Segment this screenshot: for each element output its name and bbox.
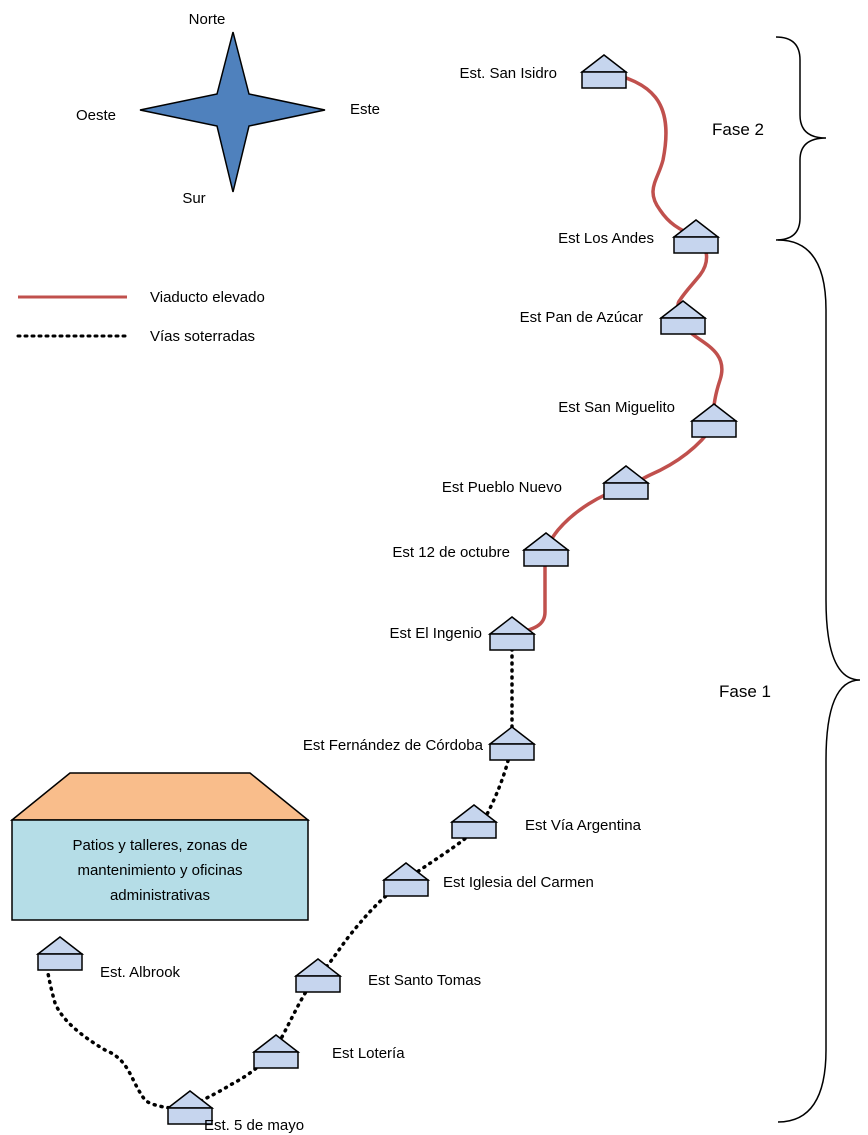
station-label-loteria: Est Lotería bbox=[332, 1045, 405, 1062]
station-icon bbox=[35, 936, 85, 971]
station-body bbox=[603, 482, 649, 500]
station-icon bbox=[251, 1034, 301, 1069]
station-icon bbox=[579, 54, 629, 89]
station-body bbox=[295, 975, 341, 993]
station-icons bbox=[35, 54, 739, 1125]
station-body bbox=[673, 236, 719, 254]
station-icon bbox=[165, 1090, 215, 1125]
station-roof bbox=[658, 300, 708, 319]
facility bbox=[9, 772, 311, 921]
station-roof bbox=[381, 862, 431, 881]
station-label-albrook: Est. Albrook bbox=[100, 964, 181, 981]
station-label-fernandez-de-cordoba: Est Fernández de Córdoba bbox=[303, 737, 484, 754]
facility-roof bbox=[9, 772, 311, 821]
phase2-brace bbox=[775, 36, 827, 241]
station-body bbox=[489, 633, 535, 651]
station-labels: Est. San Isidro Est Los Andes Est Pan de… bbox=[100, 65, 675, 1134]
station-label-5-de-mayo: Est. 5 de mayo bbox=[204, 1117, 304, 1134]
phase2-label: Fase 2 bbox=[712, 120, 764, 139]
station-label-pan-de-azucar: Est Pan de Azúcar bbox=[520, 309, 643, 326]
station-label-san-miguelito: Est San Miguelito bbox=[558, 399, 675, 416]
station-icon bbox=[689, 403, 739, 438]
legend-underground-label: Vías soterradas bbox=[150, 328, 255, 345]
facility-line-1: Patios y talleres, zonas de bbox=[72, 836, 248, 854]
station-body bbox=[37, 953, 83, 971]
compass-east-label: Este bbox=[350, 101, 380, 118]
station-roof bbox=[689, 403, 739, 422]
station-icon bbox=[487, 616, 537, 651]
station-label-via-argentina: Est Vía Argentina bbox=[525, 817, 642, 834]
station-body bbox=[523, 549, 569, 567]
underground-track bbox=[43, 633, 514, 1111]
station-roof bbox=[35, 936, 85, 955]
facility-description: Patios y talleres, zonas de mantenimient… bbox=[12, 820, 308, 920]
station-body bbox=[167, 1107, 213, 1125]
station-icon bbox=[601, 465, 651, 500]
station-body bbox=[383, 879, 429, 897]
station-icon bbox=[293, 958, 343, 993]
station-label-pueblo-nuevo: Est Pueblo Nuevo bbox=[442, 479, 562, 496]
station-icon bbox=[521, 532, 571, 567]
station-label-12-de-octubre: Est 12 de octubre bbox=[392, 544, 510, 561]
compass-star-icon bbox=[139, 31, 326, 193]
station-roof bbox=[601, 465, 651, 484]
station-body bbox=[253, 1051, 299, 1069]
station-roof bbox=[165, 1090, 215, 1109]
station-roof bbox=[579, 54, 629, 73]
station-icon bbox=[381, 862, 431, 897]
facility-line-2: mantenimiento y oficinas bbox=[77, 861, 243, 879]
station-roof bbox=[251, 1034, 301, 1053]
station-icon bbox=[671, 219, 721, 254]
compass-west-label: Oeste bbox=[76, 107, 116, 124]
station-roof bbox=[293, 958, 343, 977]
legend: Viaducto elevado Vías soterradas bbox=[16, 289, 265, 345]
station-label-santo-tomas: Est Santo Tomas bbox=[368, 972, 481, 989]
station-icon bbox=[658, 300, 708, 335]
phase1-brace bbox=[777, 239, 861, 1123]
station-roof bbox=[487, 616, 537, 635]
legend-viaduct-label: Viaducto elevado bbox=[150, 289, 265, 306]
station-label-los-andes: Est Los Andes bbox=[558, 230, 654, 247]
station-body bbox=[660, 317, 706, 335]
station-body bbox=[451, 821, 497, 839]
station-icon bbox=[449, 804, 499, 839]
station-body bbox=[691, 420, 737, 438]
facility-building bbox=[11, 819, 309, 921]
compass-south-label: Sur bbox=[182, 190, 205, 207]
phase1-label: Fase 1 bbox=[719, 682, 771, 701]
station-label-el-ingenio: Est El Ingenio bbox=[389, 625, 482, 642]
compass-north-label: Norte bbox=[189, 11, 226, 28]
station-label-iglesia-del-carmen: Est Iglesia del Carmen bbox=[443, 874, 594, 891]
station-body bbox=[581, 71, 627, 89]
station-roof bbox=[521, 532, 571, 551]
station-body bbox=[489, 743, 535, 761]
station-roof bbox=[487, 726, 537, 745]
station-label-san-isidro: Est. San Isidro bbox=[459, 65, 557, 82]
station-icon bbox=[487, 726, 537, 761]
compass: Norte Sur Este Oeste bbox=[76, 11, 380, 207]
facility-line-3: administrativas bbox=[109, 886, 211, 904]
viaduct-track bbox=[508, 70, 724, 636]
